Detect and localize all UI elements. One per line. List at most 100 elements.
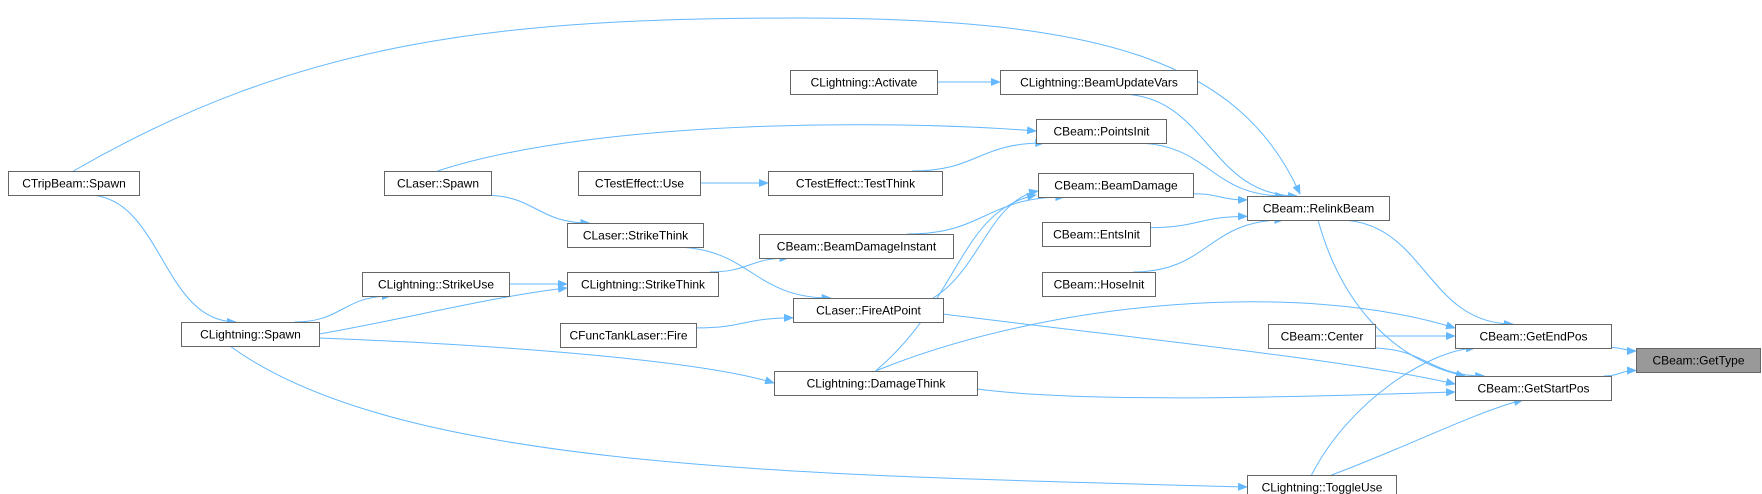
node-box xyxy=(567,223,704,248)
edge-testthink-to-pointsinit xyxy=(911,139,1046,172)
edge-lightning_spawn-to-lightning_damagethink xyxy=(318,337,775,385)
node-box xyxy=(774,371,978,396)
edge-tripbeam_spawn-to-lightning_spawn xyxy=(87,194,237,326)
node-box xyxy=(1247,475,1397,494)
node-label: CLightning::BeamUpdateVars xyxy=(1020,76,1178,90)
node-testuse[interactable]: CTestEffect::Use xyxy=(578,171,701,196)
edge-laser_fireatpoint-to-getstartpos xyxy=(942,313,1456,386)
node-pointsinit[interactable]: CBeam::PointsInit xyxy=(1036,119,1167,144)
node-box xyxy=(1455,376,1612,401)
edge-laser_fireatpoint-to-beamdamage xyxy=(932,188,1039,299)
edge-lightning_damagethink-to-beamdamage xyxy=(875,192,1037,372)
edge-lightning_spawn-to-lightning_strikeuse xyxy=(294,292,392,323)
node-box xyxy=(560,323,697,348)
node-box xyxy=(793,298,944,323)
node-laser-spawn[interactable]: CLaser::Spawn xyxy=(384,171,492,196)
node-box xyxy=(578,171,701,196)
edge-hoseinit-to-relinkbeam xyxy=(1133,216,1285,273)
node-box xyxy=(567,272,719,297)
edge-getstartpos-to-gettype xyxy=(1603,366,1637,377)
node-box xyxy=(768,171,943,196)
node-hoseinit[interactable]: CBeam::HoseInit xyxy=(1042,272,1156,297)
node-lightning-activate[interactable]: CLightning::Activate xyxy=(790,70,938,95)
edge-beamdamage-to-relinkbeam xyxy=(1192,193,1248,204)
node-beamupdatevars[interactable]: CLightning::BeamUpdateVars xyxy=(1000,70,1198,95)
node-relinkbeam[interactable]: CBeam::RelinkBeam xyxy=(1247,196,1390,221)
edge-lightning_spawn-to-lightning_toggleuse xyxy=(229,345,1248,491)
node-box xyxy=(1247,196,1390,221)
node-lightning-spawn[interactable]: CLightning::Spawn xyxy=(181,322,320,347)
node-label: CBeam::RelinkBeam xyxy=(1263,202,1374,216)
edge-laser_spawn-to-laser_strikethink xyxy=(483,194,591,227)
node-label: CBeam::Center xyxy=(1281,330,1364,344)
node-box xyxy=(790,70,938,95)
node-gettype[interactable]: CBeam::GetType xyxy=(1636,348,1761,373)
node-label: CBeam::GetType xyxy=(1652,354,1744,368)
node-label: CLaser::Spawn xyxy=(397,177,479,191)
node-label: CLaser::StrikeThink xyxy=(583,229,689,243)
node-laser-fireatpoint[interactable]: CLaser::FireAtPoint xyxy=(793,298,944,323)
node-getendpos[interactable]: CBeam::GetEndPos xyxy=(1455,324,1612,349)
edge-laser_spawn-to-pointsinit xyxy=(437,124,1037,172)
node-label: CBeam::PointsInit xyxy=(1053,125,1150,139)
edge-relinkbeam-to-getendpos xyxy=(1338,219,1514,328)
nodes-layer: CBeam::GetType CBeam::GetEndPosCBeam::Get… xyxy=(8,70,1761,494)
node-label: CLightning::ToggleUse xyxy=(1262,481,1383,494)
node-box xyxy=(1042,272,1156,297)
edge-lightning_toggleuse-to-getendpos xyxy=(1311,344,1476,476)
node-beamdamageinstant[interactable]: CBeam::BeamDamageInstant xyxy=(759,234,954,259)
edge-laser_strikethink-to-laser_fireatpoint xyxy=(672,246,832,302)
node-box xyxy=(1036,119,1167,144)
node-entsinit[interactable]: CBeam::EntsInit xyxy=(1042,222,1151,247)
node-label: CBeam::GetStartPos xyxy=(1477,382,1589,396)
node-box xyxy=(1268,324,1376,349)
edge-relinkbeam-to-getstartpos xyxy=(1317,219,1466,379)
node-label: CTestEffect::Use xyxy=(595,177,684,191)
node-label: CTripBeam::Spawn xyxy=(22,177,126,191)
edge-functanklaser_fire-to-laser_fireatpoint xyxy=(695,313,794,329)
node-tripbeam-spawn[interactable]: CTripBeam::Spawn xyxy=(8,171,140,196)
node-lightning-damagethink[interactable]: CLightning::DamageThink xyxy=(774,371,978,396)
node-label: CLightning::Spawn xyxy=(200,328,301,342)
node-label: CLaser::FireAtPoint xyxy=(816,304,921,318)
node-lightning-toggleuse[interactable]: CLightning::ToggleUse xyxy=(1247,475,1397,494)
node-center[interactable]: CBeam::Center xyxy=(1268,324,1376,349)
edge-pointsinit-to-relinkbeam xyxy=(1134,142,1286,200)
node-box xyxy=(1000,70,1198,95)
node-label: CBeam::HoseInit xyxy=(1054,278,1145,292)
edge-getendpos-to-gettype xyxy=(1610,346,1637,355)
node-box xyxy=(1636,348,1761,373)
node-box xyxy=(1038,173,1194,198)
edge-lightning_toggleuse-to-getstartpos xyxy=(1331,398,1524,476)
node-functanklaser-fire[interactable]: CFuncTankLaser::Fire xyxy=(560,323,697,348)
edge-lightning_damagethink-to-getstartpos xyxy=(976,388,1456,399)
node-box xyxy=(8,171,140,196)
node-lightning-strikeuse[interactable]: CLightning::StrikeUse xyxy=(362,272,510,297)
node-lightning-strikethink[interactable]: CLightning::StrikeThink xyxy=(567,272,719,297)
node-getstartpos[interactable]: CBeam::GetStartPos xyxy=(1455,376,1612,401)
node-beamdamage[interactable]: CBeam::BeamDamage xyxy=(1038,173,1194,198)
edges-layer xyxy=(73,17,1637,491)
node-box xyxy=(1042,222,1151,247)
node-label: CLightning::DamageThink xyxy=(807,377,947,391)
edge-beamupdatevars-to-relinkbeam xyxy=(1119,93,1299,200)
node-label: CFuncTankLaser::Fire xyxy=(569,329,687,343)
node-label: CBeam::BeamDamage xyxy=(1054,179,1178,193)
node-box xyxy=(759,234,954,259)
node-laser-strikethink[interactable]: CLaser::StrikeThink xyxy=(567,223,704,248)
edge-tripbeam_spawn-to-relinkbeam xyxy=(73,17,1301,195)
node-label: CLightning::Activate xyxy=(811,76,918,90)
edge-lightning_spawn-to-lightning_strikethink xyxy=(318,284,568,335)
node-box xyxy=(384,171,492,196)
node-box xyxy=(362,272,510,297)
edge-beamdamageinstant-to-beamdamage xyxy=(907,193,1066,235)
edge-lightning_damagethink-to-getendpos xyxy=(875,301,1456,372)
node-testthink[interactable]: CTestEffect::TestThink xyxy=(768,171,943,196)
node-label: CLightning::StrikeUse xyxy=(378,278,494,292)
node-box xyxy=(1455,324,1612,349)
edge-lightning_strikethink-to-beamdamageinstant xyxy=(709,254,790,273)
node-label: CTestEffect::TestThink xyxy=(796,177,916,191)
node-label: CBeam::GetEndPos xyxy=(1479,330,1587,344)
node-label: CLightning::StrikeThink xyxy=(581,278,706,292)
node-label: CBeam::EntsInit xyxy=(1053,228,1140,242)
